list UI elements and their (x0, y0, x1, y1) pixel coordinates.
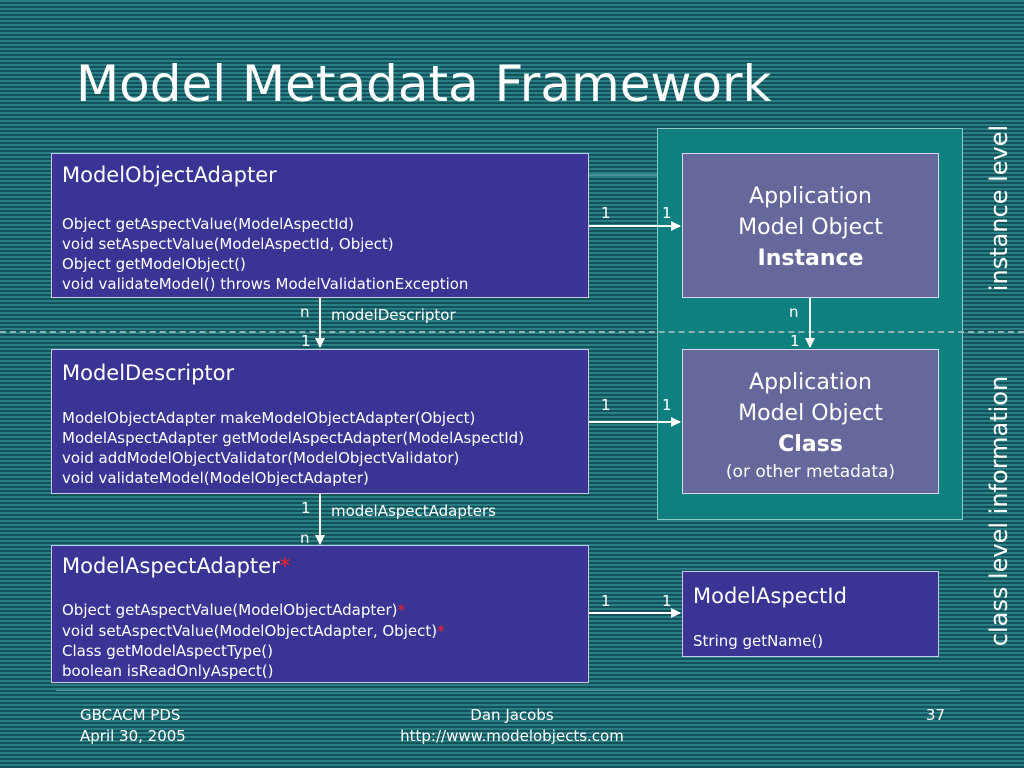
relation-label-model-aspect-adapters: modelAspectAdapters (331, 502, 496, 520)
model-descriptor-box: ModelDescriptor ModelObjectAdapter makeM… (51, 349, 589, 494)
multiplicity-label: 1 (301, 332, 311, 350)
relation-label-model-descriptor: modelDescriptor (331, 306, 456, 324)
class-level-label: class level information (985, 375, 1013, 647)
method-line: Object getModelObject() (62, 255, 246, 273)
method-line: void setAspectValue(ModelAspectId, Objec… (62, 235, 394, 253)
level-separator (0, 331, 1024, 333)
method-line: Class getModelAspectType() (62, 642, 274, 660)
asterisk-mark: * (397, 601, 406, 619)
model-descriptor-heading: ModelDescriptor (62, 361, 235, 385)
model-object-adapter-heading: ModelObjectAdapter (62, 163, 277, 187)
method-text: void setAspectValue(ModelObjectAdapter, … (62, 622, 438, 640)
app-instance-box: Application Model Object Instance (682, 153, 939, 298)
app-class-line3: Class (778, 432, 843, 457)
method-line: void validateModel() throws ModelValidat… (62, 275, 469, 293)
page-number: 37 (925, 706, 945, 724)
model-aspect-id-heading: ModelAspectId (693, 584, 847, 608)
method-line: Object getAspectValue(ModelAspectId) (62, 215, 355, 233)
app-class-line1: Application (749, 370, 872, 395)
app-instance-line1: Application (749, 184, 872, 209)
multiplicity-label: 1 (662, 204, 672, 222)
method-line: ModelObjectAdapter makeModelObjectAdapte… (62, 409, 476, 427)
method-line: String getName() (693, 632, 824, 650)
method-line: void addModelObjectValidator(ModelObject… (62, 449, 460, 467)
model-aspect-adapter-box: ModelAspectAdapter* Object getAspectValu… (51, 545, 589, 683)
multiplicity-label: 1 (601, 396, 611, 414)
multiplicity-label: n (789, 303, 799, 321)
method-line: void validateModel(ModelObjectAdapter) (62, 469, 369, 487)
model-object-adapter-box: ModelObjectAdapter Object getAspectValue… (51, 153, 589, 298)
footer-date: April 30, 2005 (80, 727, 186, 745)
method-line: void setAspectValue(ModelObjectAdapter, … (62, 621, 445, 641)
multiplicity-label: n (300, 303, 310, 321)
asterisk-mark: * (279, 554, 291, 578)
multiplicity-label: 1 (662, 592, 672, 610)
app-class-line2: Model Object (738, 401, 883, 426)
multiplicity-label: 1 (601, 592, 611, 610)
app-instance-line3: Instance (757, 246, 864, 271)
asterisk-mark: * (437, 622, 445, 640)
page-title: Model Metadata Framework (76, 55, 772, 113)
multiplicity-label: 1 (662, 396, 672, 414)
model-aspect-adapter-heading: ModelAspectAdapter* (62, 553, 290, 579)
multiplicity-label: n (300, 529, 310, 547)
model-aspect-id-box: ModelAspectId String getName() (682, 571, 939, 657)
method-line: Object getAspectValue(ModelObjectAdapter… (62, 600, 405, 620)
instance-level-label: instance level (985, 124, 1013, 292)
footer-divider (56, 690, 960, 691)
app-class-box: Application Model Object Class (or other… (682, 349, 939, 494)
app-class-line4: (or other metadata) (725, 462, 896, 482)
footer-url: http://www.modelobjects.com (400, 727, 624, 745)
app-instance-line2: Model Object (738, 215, 883, 240)
footer-author: Dan Jacobs (470, 706, 554, 724)
method-line: boolean isReadOnlyAspect() (62, 662, 274, 680)
multiplicity-label: 1 (790, 332, 800, 350)
multiplicity-label: 1 (601, 204, 611, 222)
method-line: ModelAspectAdapter getModelAspectAdapter… (62, 429, 525, 447)
multiplicity-label: 1 (301, 499, 311, 517)
footer-org: GBCACM PDS (80, 706, 181, 724)
heading-text: ModelAspectAdapter (62, 554, 280, 578)
method-text: Object getAspectValue(ModelObjectAdapter… (62, 601, 398, 619)
